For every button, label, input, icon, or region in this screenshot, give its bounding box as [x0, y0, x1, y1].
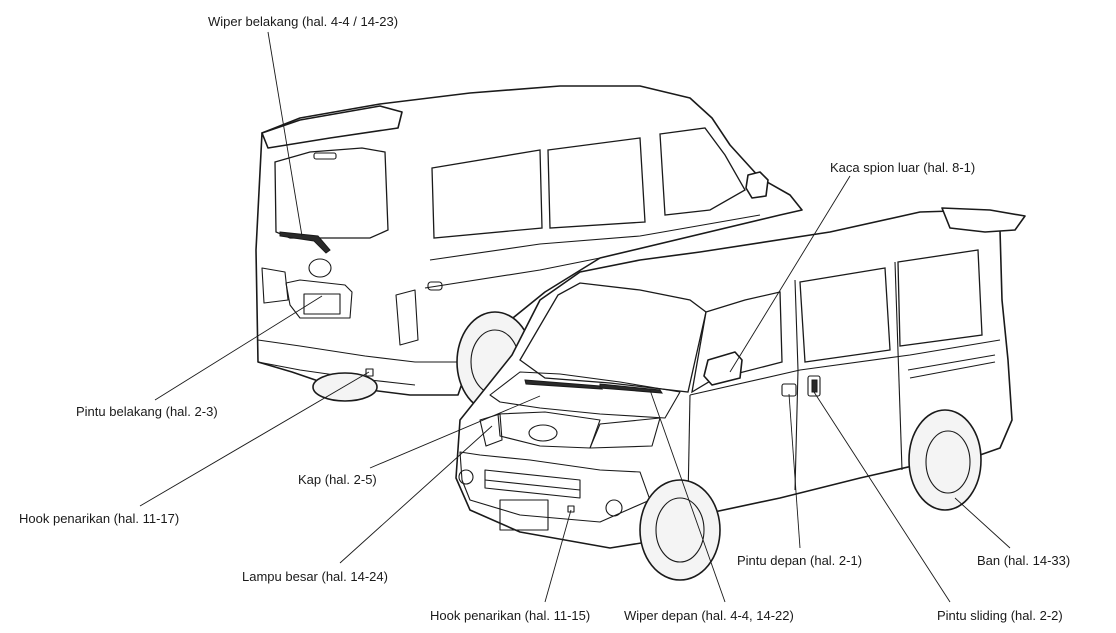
- leader-wiper-depan: [649, 389, 726, 603]
- leader-pintu-sliding: [813, 391, 951, 603]
- rear-view-van: [255, 85, 803, 413]
- label-pintu-belakang: Pintu belakang (hal. 2-3): [76, 404, 218, 419]
- label-wiper-belakang: Wiper belakang (hal. 4-4 / 14-23): [208, 14, 398, 29]
- leader-ban: [954, 497, 1011, 549]
- label-pintu-depan: Pintu depan (hal. 2-1): [737, 553, 862, 568]
- label-kaca-spion: Kaca spion luar (hal. 8-1): [830, 160, 975, 175]
- leader-wiper-belakang: [267, 31, 303, 237]
- label-wiper-depan: Wiper depan (hal. 4-4, 14-22): [624, 608, 794, 623]
- label-ban: Ban (hal. 14-33): [977, 553, 1070, 568]
- label-hook-1117: Hook penarikan (hal. 11-17): [19, 511, 179, 526]
- label-lampu-besar: Lampu besar (hal. 14-24): [242, 569, 388, 584]
- leader-pintu-belakang: [154, 295, 323, 401]
- leader-lines: [139, 31, 1011, 603]
- leader-pintu-depan: [788, 393, 801, 549]
- front-view-van: [455, 207, 1026, 581]
- leader-kap: [369, 395, 541, 469]
- leader-lampu-besar: [339, 425, 493, 564]
- leader-hook-1117: [139, 371, 370, 507]
- label-hook-1115: Hook penarikan (hal. 11-15): [430, 608, 590, 623]
- leader-hook-1115: [544, 509, 572, 603]
- label-pintu-sliding: Pintu sliding (hal. 2-2): [937, 608, 1063, 623]
- leader-kaca-spion: [729, 175, 851, 373]
- part-labels: Wiper belakang (hal. 4-4 / 14-23) Kaca s…: [19, 14, 1070, 623]
- label-kap: Kap (hal. 2-5): [298, 472, 377, 487]
